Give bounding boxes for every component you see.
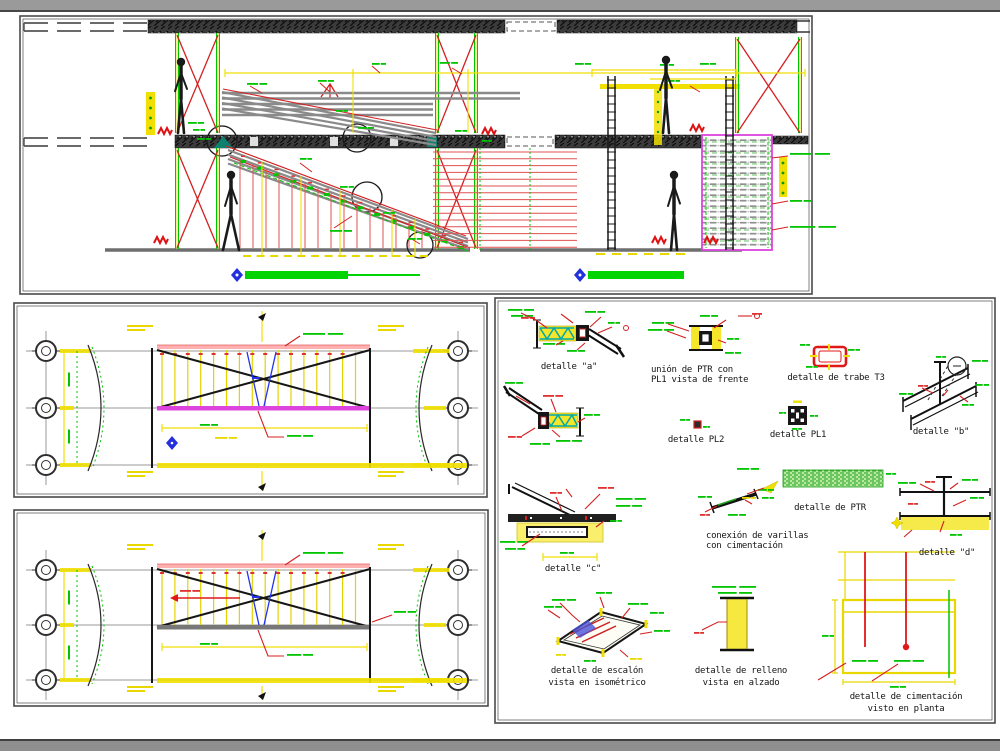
details-panel-frame <box>494 297 996 724</box>
teal-gusset <box>214 136 233 148</box>
caption-relleno-line1: detalle de relleno <box>695 666 787 676</box>
detail-pl2-figure <box>693 420 702 429</box>
person-figure <box>221 170 241 252</box>
person-figure <box>659 55 673 135</box>
caption-varillas-line1: conexión de varillas <box>706 530 808 541</box>
detail-relleno-figure <box>720 596 754 652</box>
caption-detalle-d: detalle "d" <box>919 548 975 558</box>
caption-pl1: detalle PL1 <box>770 430 826 440</box>
plan-upper-view <box>26 311 478 491</box>
caption-pl2: detalle PL2 <box>668 435 724 445</box>
detail-cimentacion-figure <box>832 551 957 685</box>
elevation-generated-linework <box>149 33 806 257</box>
left-dim-strip <box>146 92 155 135</box>
caption-varillas-line2: con cimentación <box>706 540 783 551</box>
mid-slab-dashed <box>24 137 148 147</box>
top-beam <box>147 19 810 34</box>
caption-union-ptr-line1: unión de PTR con <box>651 364 733 375</box>
caption-escalon-line1: detalle de escalón <box>551 665 643 676</box>
detail-c-figure <box>508 482 616 561</box>
micro-annotations <box>188 62 989 688</box>
elevation-panel-frame <box>19 15 813 295</box>
caption-union-ptr-line2: PL1 vista de frente <box>651 375 748 385</box>
detail-captions: detalle "a" unión de PTR con PL1 vista d… <box>541 362 976 714</box>
window-top-bar <box>0 0 1000 12</box>
caption-cimentacion-line1: detalle de cimentación <box>850 691 963 702</box>
caption-detalle-c: detalle "c" <box>545 564 601 574</box>
plan-lower-view <box>26 530 478 700</box>
detail-pl1-figure <box>788 400 807 425</box>
detail-a-mirrored-figure <box>502 385 584 437</box>
details-panel: detalle "a" unión de PTR con PL1 vista d… <box>502 313 991 714</box>
caption-ptr: detalle de PTR <box>794 503 867 513</box>
scaffold-post-strip <box>654 88 662 145</box>
detail-a-figure <box>533 319 629 358</box>
scale-bar-1 <box>231 268 420 282</box>
detail-trabe-t3-figure <box>810 344 850 370</box>
caption-detalle-a: detalle "a" <box>541 362 597 372</box>
caption-cimentacion-line2: visto en planta <box>868 704 945 714</box>
caption-relleno-line2: vista en alzado <box>703 678 780 688</box>
elevation-view <box>23 19 810 282</box>
caption-escalon-line2: vista en isométrico <box>548 677 645 688</box>
scale-bar-2 <box>574 268 684 282</box>
caption-trabe-t3: detalle de trabe T3 <box>787 373 884 383</box>
detail-escalon-figure <box>555 608 649 657</box>
detail-b-figure <box>902 356 979 430</box>
window-bottom-bar <box>0 739 1000 751</box>
detail-d-figure <box>890 476 991 530</box>
top-slab-dashed <box>24 22 148 32</box>
masonry-wall <box>701 134 773 251</box>
scaffold-platform <box>600 84 740 89</box>
right-dim-strip <box>779 157 787 197</box>
person-figure <box>667 170 681 252</box>
plan-lower-panel-frame <box>13 509 489 707</box>
caption-detalle-b: detalle "b" <box>913 427 969 437</box>
people-figures <box>174 55 681 252</box>
detail-varillas-figure <box>709 488 759 514</box>
person-figure <box>174 57 188 135</box>
